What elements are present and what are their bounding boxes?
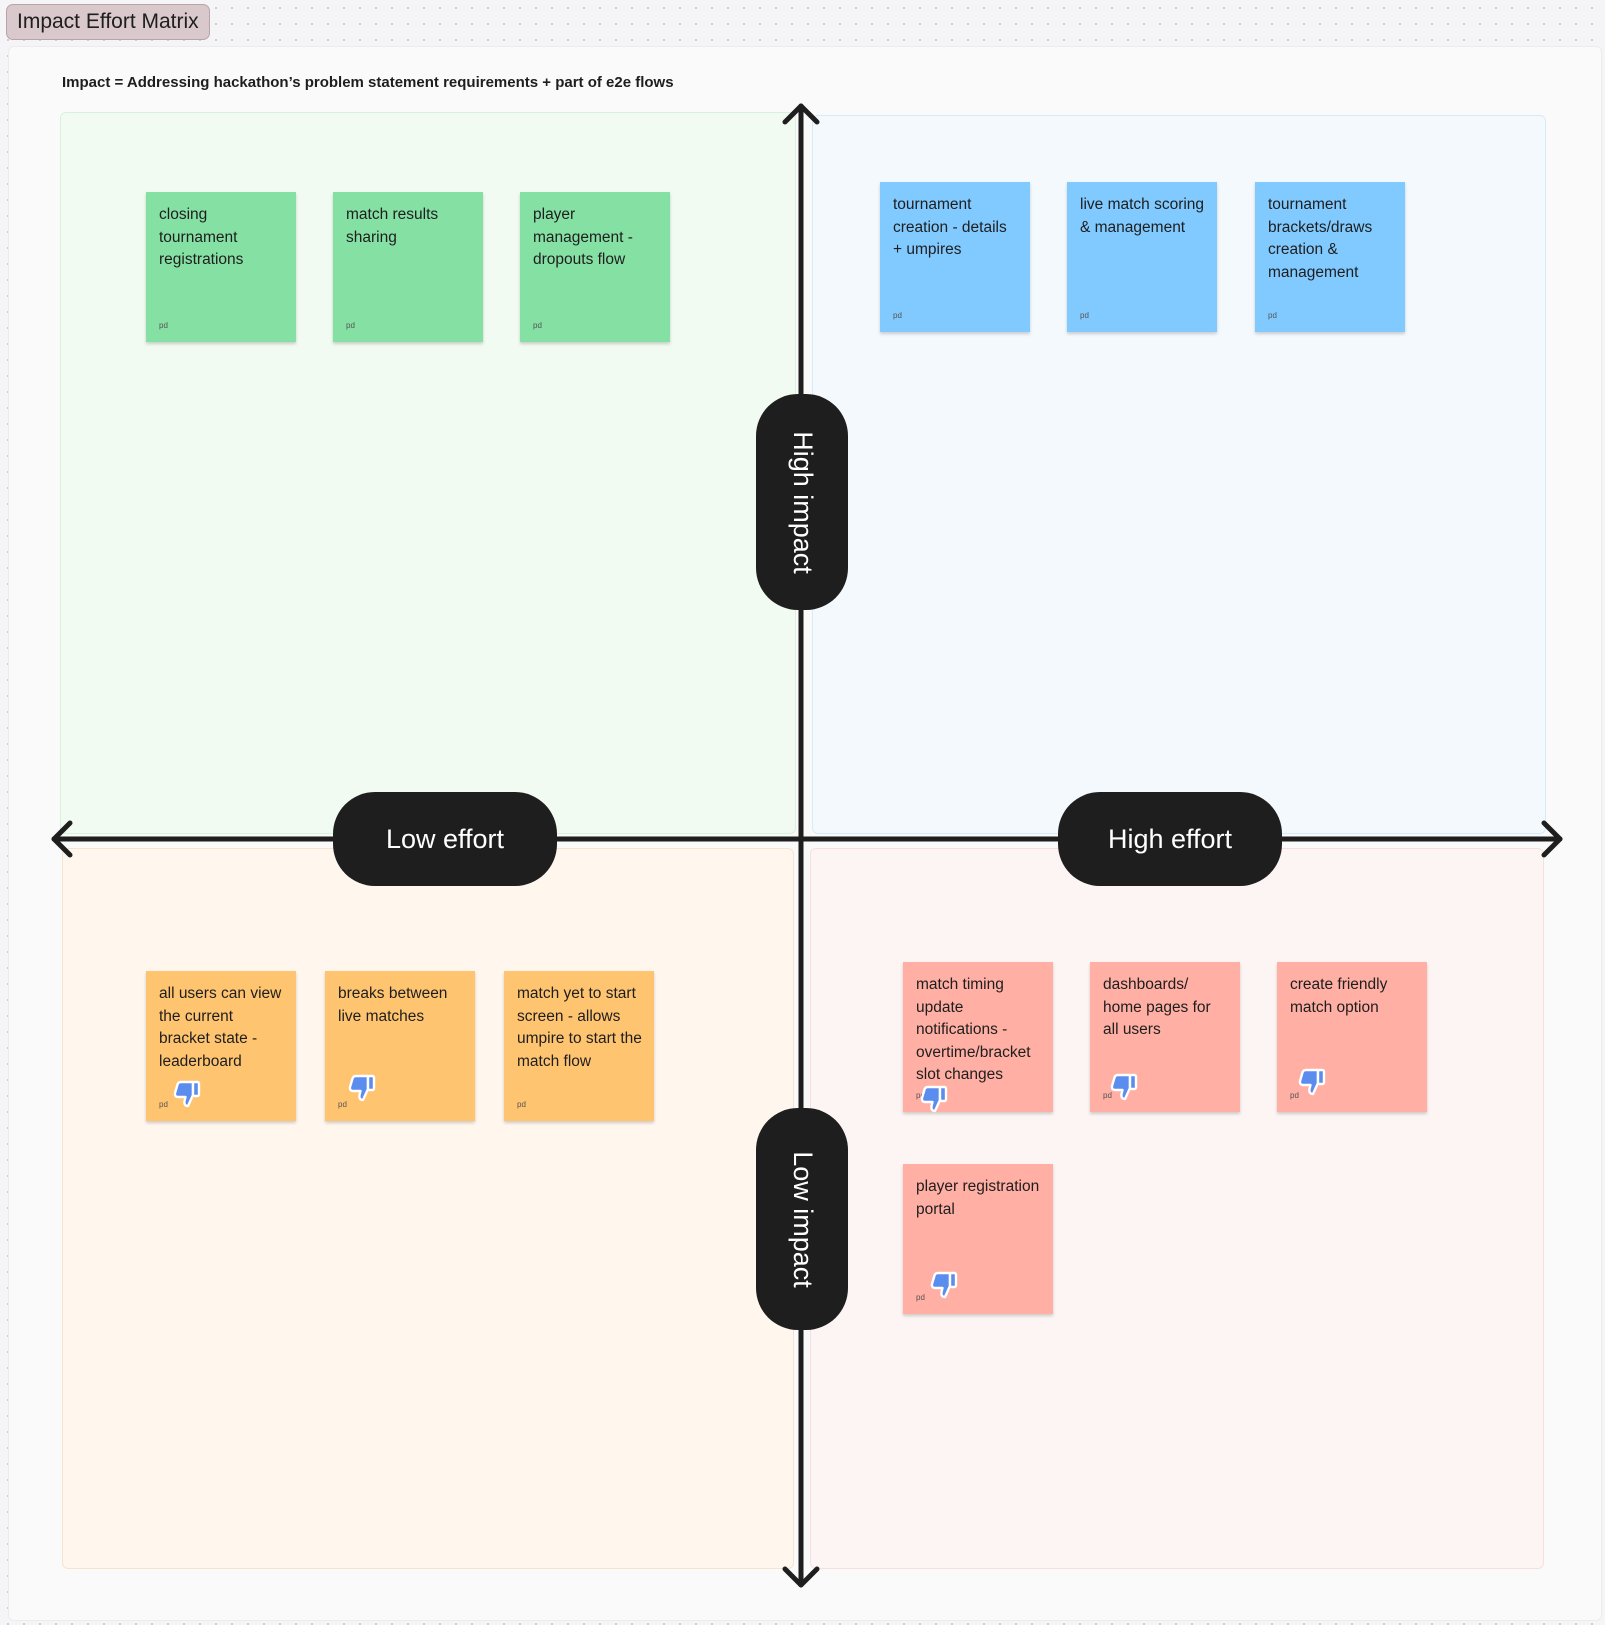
sticky-note-text: tournament creation - details + umpires bbox=[893, 196, 1007, 258]
section-title: Impact Effort Matrix bbox=[17, 10, 199, 33]
sticky-note-author: pd bbox=[159, 321, 168, 330]
arrow-up-icon bbox=[782, 103, 820, 125]
thumbs-down-icon[interactable] bbox=[919, 1084, 949, 1114]
matrix-subtitle[interactable]: Impact = Addressing hackathon’s problem … bbox=[62, 74, 674, 91]
axis-label-low-impact[interactable]: Low impact bbox=[756, 1108, 848, 1330]
thumbs-down-icon[interactable] bbox=[1297, 1067, 1327, 1097]
sticky-note-author: pd bbox=[346, 321, 355, 330]
arrow-down-icon bbox=[782, 1566, 820, 1588]
sticky-note-text: match results sharing bbox=[346, 206, 439, 246]
axis-label-high-effort[interactable]: High effort bbox=[1058, 792, 1282, 886]
sticky-note[interactable]: create friendly match option pd bbox=[1277, 962, 1427, 1112]
sticky-note[interactable]: match timing update notifications - over… bbox=[903, 962, 1053, 1114]
sticky-note[interactable]: tournament brackets/draws creation & man… bbox=[1255, 182, 1405, 332]
sticky-note-text: match yet to start screen - allows umpir… bbox=[517, 985, 642, 1070]
sticky-note-text: tournament brackets/draws creation & man… bbox=[1268, 196, 1373, 281]
sticky-note[interactable]: closing tournament registrations pd bbox=[146, 192, 296, 342]
sticky-note-text: match timing update notifications - over… bbox=[916, 976, 1031, 1083]
sticky-note-text: breaks between live matches bbox=[338, 985, 448, 1025]
section-title-tag[interactable]: Impact Effort Matrix bbox=[6, 4, 210, 40]
arrow-right-icon bbox=[1541, 820, 1563, 858]
sticky-note-text: create friendly match option bbox=[1290, 976, 1388, 1016]
axis-label-high-impact[interactable]: High impact bbox=[756, 394, 848, 610]
sticky-note-author: pd bbox=[1080, 311, 1089, 320]
sticky-note[interactable]: tournament creation - details + umpires … bbox=[880, 182, 1030, 332]
sticky-note[interactable]: all users can view the current bracket s… bbox=[146, 971, 296, 1121]
axis-label-low-effort[interactable]: Low effort bbox=[333, 792, 557, 886]
thumbs-down-icon[interactable] bbox=[172, 1079, 202, 1109]
sticky-note-author: pd bbox=[893, 311, 902, 320]
thumbs-down-icon[interactable] bbox=[347, 1073, 377, 1103]
sticky-note-text: dashboards/ home pages for all users bbox=[1103, 976, 1211, 1038]
thumbs-down-icon[interactable] bbox=[929, 1270, 959, 1300]
sticky-note-text: player registration portal bbox=[916, 1178, 1040, 1218]
sticky-note-text: closing tournament registrations bbox=[159, 206, 244, 268]
sticky-note[interactable]: live match scoring & management pd bbox=[1067, 182, 1217, 332]
sticky-note-author: pd bbox=[1103, 1091, 1112, 1100]
sticky-note[interactable]: match results sharing pd bbox=[333, 192, 483, 342]
sticky-note-author: pd bbox=[916, 1091, 925, 1100]
sticky-note-author: pd bbox=[916, 1293, 925, 1302]
sticky-note-text: all users can view the current bracket s… bbox=[159, 985, 282, 1070]
sticky-note-author: pd bbox=[159, 1100, 168, 1109]
sticky-note-author: pd bbox=[1268, 311, 1277, 320]
sticky-note-author: pd bbox=[338, 1100, 347, 1109]
sticky-note-text: player management - dropouts flow bbox=[533, 206, 633, 268]
arrow-left-icon bbox=[51, 820, 73, 858]
sticky-note[interactable]: player management - dropouts flow pd bbox=[520, 192, 670, 342]
sticky-note[interactable]: breaks between live matches pd bbox=[325, 971, 475, 1121]
sticky-note-text: live match scoring & management bbox=[1080, 196, 1205, 236]
sticky-note[interactable]: match yet to start screen - allows umpir… bbox=[504, 971, 654, 1121]
sticky-note-author: pd bbox=[533, 321, 542, 330]
sticky-note-author: pd bbox=[517, 1100, 526, 1109]
sticky-note[interactable]: dashboards/ home pages for all users pd bbox=[1090, 962, 1240, 1112]
sticky-note[interactable]: player registration portal pd bbox=[903, 1164, 1053, 1314]
sticky-note-author: pd bbox=[1290, 1091, 1299, 1100]
quadrant-low-impact-low-effort bbox=[62, 848, 794, 1569]
thumbs-down-icon[interactable] bbox=[1109, 1072, 1139, 1102]
